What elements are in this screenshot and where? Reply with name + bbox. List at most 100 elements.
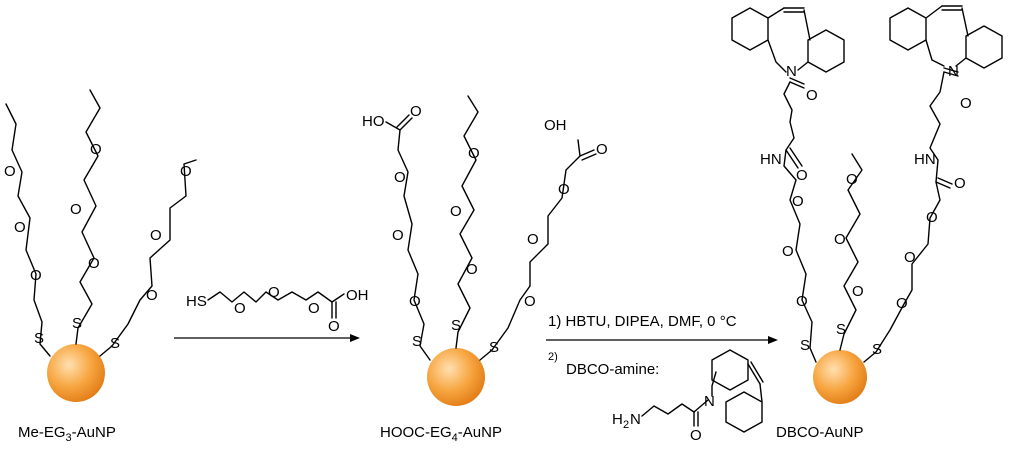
atom-s: S: [451, 317, 461, 334]
ring-link: [955, 57, 967, 67]
atom-o: O: [450, 203, 462, 220]
atom-o: O: [466, 261, 478, 278]
ring-link: [759, 383, 763, 403]
ring-link: [925, 5, 943, 19]
compound-label-1: Me-EG3-AuNP: [18, 424, 116, 444]
atom-o: O: [468, 145, 480, 162]
atom-o: O: [954, 175, 966, 192]
atom-o: O: [926, 209, 938, 226]
compound-dbco-aunp: S S S O O O O HN O N O O O O O O O HN O …: [731, 5, 1003, 441]
amine-linker: [641, 399, 709, 417]
atom-s: S: [836, 321, 846, 338]
atom-s: S: [34, 330, 44, 347]
atom-o: O: [180, 163, 192, 180]
chain-1a-bonds: [5, 103, 51, 357]
benzene-ring: [731, 7, 769, 51]
atom-s: S: [412, 333, 422, 350]
compound-hooc-eg4-aunp: S S S O O O O HO O O O O O O O OH HOOC-E…: [362, 95, 608, 444]
c3c-co-bond: [937, 177, 953, 185]
c3c-co-bond: [943, 71, 959, 77]
chain-3c-bonds: [863, 71, 945, 363]
atom-s: S: [489, 339, 499, 356]
chain-3a-bonds: [783, 81, 817, 363]
atom-o: O: [394, 169, 406, 186]
atom-s: S: [872, 341, 882, 358]
gold-nanoparticle-1: [47, 344, 105, 402]
ring-link: [767, 39, 787, 73]
amine-h: H: [612, 411, 623, 428]
chain-3b-bonds: [839, 153, 863, 351]
atom-s: S: [800, 337, 810, 354]
atom-o: O: [796, 167, 808, 184]
atom-hn: HN: [914, 151, 936, 168]
atom-o: O: [14, 219, 26, 236]
benzene-ring: [711, 349, 749, 391]
atom-n: N: [948, 63, 959, 80]
atom-n: N: [786, 63, 797, 80]
atom-s: S: [110, 335, 120, 352]
atom-n: N: [704, 393, 715, 410]
atom-o: O: [30, 267, 42, 284]
atom-o: O: [409, 293, 421, 310]
atom-o: O: [796, 293, 808, 310]
atom-o: O: [392, 227, 404, 244]
benzene-ring: [965, 25, 1003, 69]
ring-link: [803, 9, 811, 41]
atom-s: S: [72, 315, 82, 332]
alkyne-bond: [747, 363, 761, 385]
c2a-co-bond: [399, 117, 413, 131]
dbco-head-2: [889, 5, 1003, 69]
atom-o: O: [268, 284, 280, 301]
ring-link: [711, 371, 717, 397]
benzene-ring: [725, 391, 763, 433]
gold-nanoparticle-3: [813, 350, 867, 404]
ring-link: [797, 61, 809, 71]
compound-label-3: DBCO-AuNP: [776, 424, 864, 441]
atom-hn: HN: [760, 151, 782, 168]
chain-2b-bonds: [455, 95, 479, 349]
atom-o: O: [146, 287, 158, 304]
c3a-co-bond: [785, 149, 799, 169]
atom-o: O: [792, 193, 804, 210]
reagent-thiol-chain: [207, 291, 345, 303]
atom-o: O: [806, 87, 818, 104]
c3c-co-bond: [935, 181, 951, 189]
c2a-co-bond: [396, 114, 410, 128]
chain-1b-bonds: [75, 89, 101, 345]
conditions-step-2-text: DBCO-amine:: [566, 361, 659, 378]
dbco-head-1: [731, 7, 845, 73]
compound-label-2: HOOC-EG4-AuNP: [380, 424, 502, 444]
atom-o: O: [150, 227, 162, 244]
atom-o: O: [904, 249, 916, 266]
atom-o: O: [90, 141, 102, 158]
atom-o: O: [328, 318, 340, 335]
dbco-amine-structure: H 2 N O N: [612, 349, 764, 444]
amine-sub-2: 2: [623, 419, 629, 431]
atom-o: O: [410, 103, 422, 120]
c3a-co-bond: [789, 77, 805, 85]
atom-o: O: [88, 255, 100, 272]
atom-o: O: [960, 95, 972, 112]
reagent-hs: HS: [186, 293, 207, 310]
atom-o: O: [524, 293, 536, 310]
atom-o: O: [896, 295, 908, 312]
atom-o: O: [690, 427, 702, 444]
atom-o: O: [846, 171, 858, 188]
atom-o: O: [70, 201, 82, 218]
atom-o: O: [234, 300, 246, 317]
chain-2c-bonds: [479, 139, 581, 361]
c2c-co-bond: [579, 149, 595, 157]
atom-o: O: [834, 231, 846, 248]
atom-o: O: [308, 300, 320, 317]
reaction-arrow-1: HS O O O O OH: [174, 284, 369, 342]
benzene-ring: [889, 7, 927, 51]
reagent-oh: OH: [346, 287, 369, 304]
atom-o: O: [782, 243, 794, 260]
reaction-arrow-2: 1) HBTU, DIPEA, DMF, 0 °C 2) DBCO-amine:…: [546, 313, 778, 444]
ring-link: [925, 39, 945, 67]
c3a-co-bond: [789, 147, 803, 167]
alkyne-bond: [750, 361, 764, 383]
c3a-co-bond: [789, 81, 805, 89]
